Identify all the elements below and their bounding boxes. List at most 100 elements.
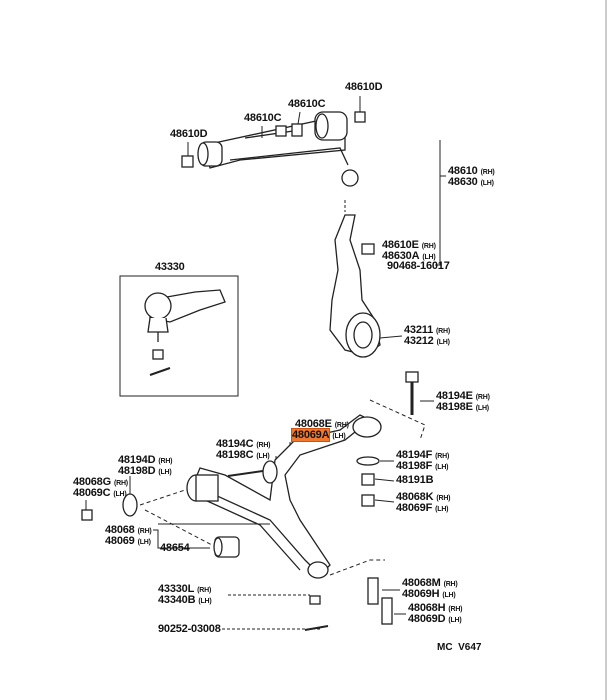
label-48198C[interactable]: 48198C(LH) [216,450,270,462]
label-43340B[interactable]: 43340B(LH) [158,595,212,607]
part-number: 48610E [382,239,419,251]
label-48068K[interactable]: 48068K(RH) [396,491,451,504]
label-48198D[interactable]: 48198D(LH) [118,466,172,478]
part-number: 48198C [216,449,254,461]
side-lh: (LH) [435,464,449,471]
side-lh: (LH) [436,339,450,346]
part-number: 48068K [396,491,434,503]
steering-knuckle [329,214,381,358]
part-number: 48069 [105,535,135,547]
part-number: 43212 [404,335,434,347]
label-43212[interactable]: 43212(LH) [404,336,450,348]
side-rh: (RH) [421,243,436,250]
label-48198F[interactable]: 48198F(LH) [396,460,449,473]
side-rh: (RH) [334,422,349,429]
label-90252-03008[interactable]: 90252-03008 [158,623,221,635]
label-48069C[interactable]: 48069C(LH) [73,488,127,500]
side-rh: (RH) [435,453,450,460]
part-number: 48069D [408,613,446,625]
side-lh: (LH) [422,254,436,261]
part-number: 48630A [382,250,420,262]
label-48068[interactable]: 48068(RH) [105,525,152,537]
part-number: 48069F [396,502,433,514]
label-48610[interactable]: 48610(RH) [448,166,495,178]
side-lh: (LH) [435,506,449,513]
label-48194F[interactable]: 48194F(RH) [396,450,449,462]
label-48198E[interactable]: 48198E(LH) [436,402,489,414]
side-rh: (RH) [436,495,451,502]
side-lh: (LH) [332,433,346,440]
side-rh: (RH) [435,328,450,335]
side-lh: (LH) [448,617,462,624]
label-43330L[interactable]: 43330L(RH) [158,584,211,596]
diagram-code: MC V647 [437,642,482,653]
part-number: 48194F [396,449,433,461]
side-lh: (LH) [158,469,172,476]
part-number: 48610 [448,165,478,177]
side-rh: (RH) [158,458,173,465]
part-number: 48068 [105,524,135,536]
part-number: 48198E [436,401,473,413]
side-lh: (LH) [113,491,127,498]
label-48194C[interactable]: 48194C(RH) [216,438,271,451]
label-43330[interactable]: 43330 [155,261,185,273]
side-lh: (LH) [475,405,489,412]
part-number: 43330L [158,583,195,595]
label-48069F[interactable]: 48069F(LH) [396,502,449,515]
label-43211[interactable]: 43211(RH) [404,325,450,337]
side-lh: (LH) [198,598,212,605]
hardware [81,371,419,631]
part-number: 48198F [396,460,433,472]
part-number: 48630 [448,176,478,188]
label-48069H[interactable]: 48069H(LH) [402,589,456,601]
part-number: 48069H [402,588,440,600]
label-48191B[interactable]: 48191B [396,474,434,486]
part-number: 48068M [402,577,441,589]
side-lh: (LH) [442,592,456,599]
side-rh: (RH) [448,606,463,613]
label-48068E[interactable]: 48068E(RH) [295,419,349,431]
label-48654[interactable]: 48654 [160,542,190,554]
part-number: 43211 [404,324,433,336]
upper-control-arm [181,111,366,187]
side-rh: (RH) [475,394,490,401]
part-number: 48068E [295,418,332,430]
label-48068M[interactable]: 48068M(RH) [402,578,458,590]
label-48069[interactable]: 48069(LH) [105,536,151,548]
side-lh: (LH) [256,453,270,460]
label-48610E[interactable]: 48610E(RH) [382,240,436,252]
leader-lines [85,96,446,630]
side-rh: (RH) [197,587,212,594]
part-number-highlighted[interactable]: 48069A [290,428,331,442]
part-number: 48068G [73,476,111,488]
label-90468-16017[interactable]: 90468-16017 [387,260,450,272]
part-number: 48069C [73,487,111,499]
part-number: 43340B [158,594,196,606]
side-rh: (RH) [443,581,458,588]
label-48630[interactable]: 48630(LH) [448,177,494,189]
label-48610C[interactable]: 48610C [288,98,326,110]
side-lh: (LH) [480,180,494,187]
side-rh: (RH) [137,528,152,535]
ball-joint-box [119,275,239,397]
lower-control-arm [186,414,382,579]
side-lh: (LH) [137,539,151,546]
part-number: 48194E [436,390,473,402]
label-48610D[interactable]: 48610D [345,81,383,93]
label-48610D[interactable]: 48610D [170,128,208,140]
side-rh: (RH) [113,480,128,487]
label-48194E[interactable]: 48194E(RH) [436,391,490,403]
label-48630A[interactable]: 48630A(LH) [382,251,436,263]
label-48068G[interactable]: 48068G(RH) [73,477,128,489]
label-48068H[interactable]: 48068H(RH) [408,602,463,615]
label-48069A-highlighted[interactable]: 48069A(LH) [290,428,346,442]
part-number: 48194C [216,438,254,450]
part-number: 48068H [408,602,446,614]
label-48194D[interactable]: 48194D(RH) [118,455,173,467]
side-rh: (RH) [256,442,271,449]
side-rh: (RH) [480,169,495,176]
label-48610C[interactable]: 48610C [244,112,282,124]
label-48069D[interactable]: 48069D(LH) [408,614,462,626]
